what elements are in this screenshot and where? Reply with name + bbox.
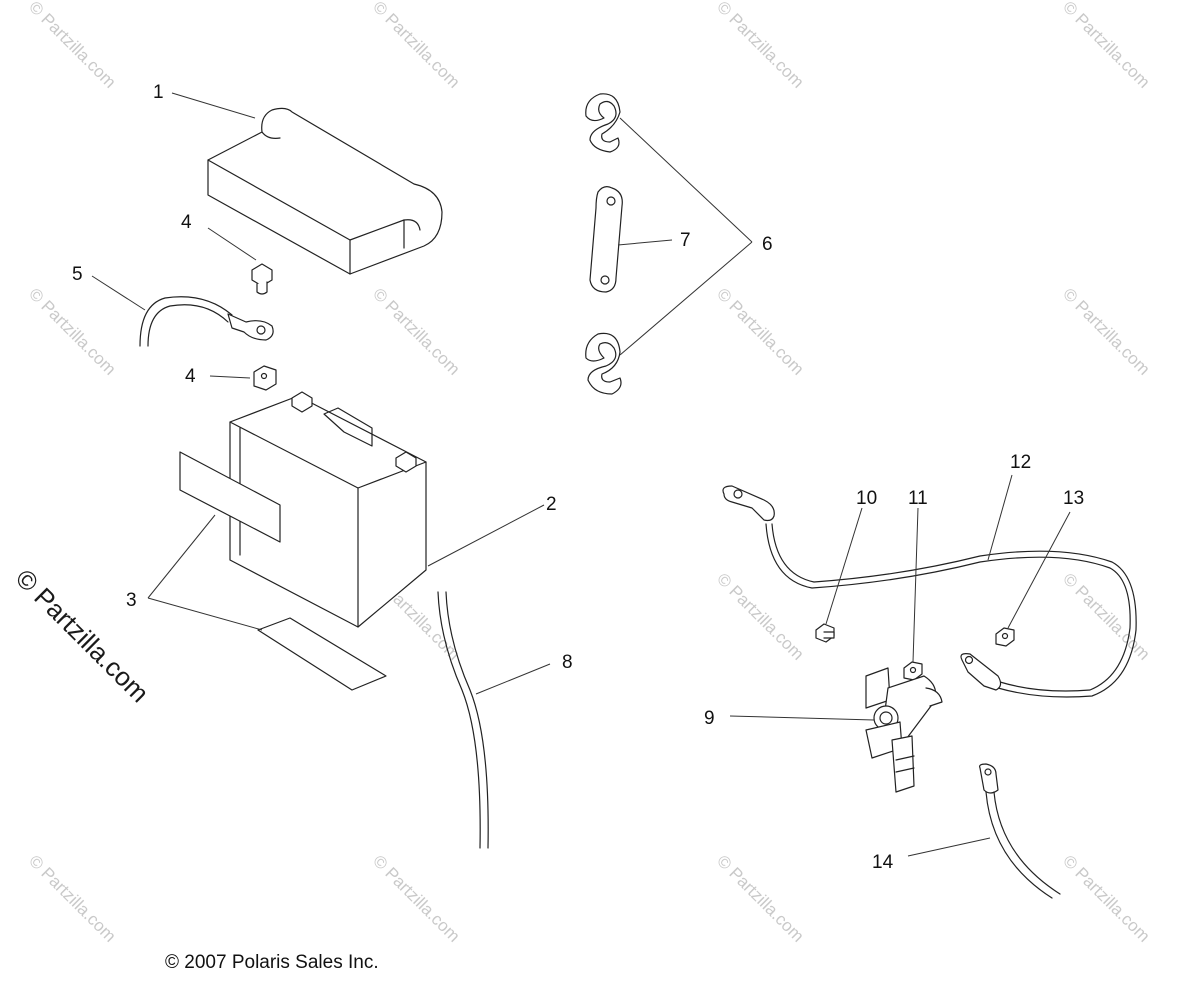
watermark: © Partzilla.com bbox=[713, 851, 807, 945]
callout-8: 8 bbox=[562, 652, 573, 673]
battery-hook-upper bbox=[585, 93, 621, 153]
callout-4-lower: 4 bbox=[185, 366, 196, 387]
solenoid-nut-left bbox=[903, 661, 923, 681]
solenoid-screw bbox=[815, 623, 835, 643]
callout-2: 2 bbox=[546, 494, 557, 515]
solenoid-nut-right bbox=[995, 627, 1015, 647]
battery-strap bbox=[589, 186, 623, 293]
callout-12: 12 bbox=[1010, 452, 1031, 473]
watermark: © Partzilla.com bbox=[1059, 569, 1153, 663]
watermark: © Partzilla.com bbox=[369, 284, 463, 378]
terminal-bolt bbox=[251, 263, 273, 295]
battery-hook-lower bbox=[585, 332, 622, 395]
callout-13: 13 bbox=[1063, 488, 1084, 509]
watermark: © Partzilla.com bbox=[25, 0, 119, 92]
callout-7: 7 bbox=[680, 230, 691, 251]
leader-11 bbox=[912, 507, 919, 663]
watermark: © Partzilla.com bbox=[1059, 0, 1153, 92]
watermark-main: © Partzilla.com bbox=[10, 563, 155, 708]
leader-13 bbox=[1007, 511, 1071, 629]
ground-cable bbox=[979, 763, 1061, 899]
callout-4-upper: 4 bbox=[181, 212, 192, 233]
leader-lines bbox=[91, 92, 1071, 857]
callout-5: 5 bbox=[72, 264, 83, 285]
leader-9 bbox=[729, 715, 875, 721]
terminal-nut bbox=[253, 365, 277, 391]
watermark: © Partzilla.com bbox=[25, 284, 119, 378]
leader-4a bbox=[207, 227, 257, 261]
callout-11: 11 bbox=[908, 488, 928, 509]
watermark: © Partzilla.com bbox=[369, 851, 463, 945]
watermark: © Partzilla.com bbox=[369, 0, 463, 92]
callout-10: 10 bbox=[856, 488, 877, 509]
callout-9: 9 bbox=[704, 708, 715, 729]
leader-14 bbox=[907, 837, 991, 857]
watermark: © Partzilla.com bbox=[713, 284, 807, 378]
callout-6: 6 bbox=[762, 234, 773, 255]
starter-solenoid bbox=[865, 667, 943, 793]
battery-decals bbox=[179, 451, 387, 691]
callout-labels: 1 4 5 4 2 3 6 7 8 9 10 11 12 13 14 bbox=[72, 82, 1084, 873]
battery-cable-negative bbox=[139, 296, 274, 347]
battery-cover bbox=[207, 107, 443, 275]
leader-12 bbox=[987, 474, 1013, 561]
callout-14: 14 bbox=[872, 852, 894, 873]
battery-vent-tube bbox=[437, 591, 489, 849]
callout-1: 1 bbox=[153, 82, 164, 103]
leader-5 bbox=[91, 275, 146, 311]
leader-3a bbox=[147, 514, 216, 599]
watermark: © Partzilla.com bbox=[713, 0, 807, 92]
starter-cable bbox=[722, 485, 1137, 698]
leader-6a bbox=[619, 117, 753, 243]
leader-7 bbox=[617, 239, 673, 246]
callout-3: 3 bbox=[126, 590, 137, 611]
watermark: © Partzilla.com bbox=[1059, 284, 1153, 378]
watermark: © Partzilla.com bbox=[713, 569, 807, 663]
leader-10 bbox=[825, 507, 863, 625]
copyright-notice: © 2007 Polaris Sales Inc. bbox=[165, 952, 379, 973]
watermark: © Partzilla.com bbox=[1059, 851, 1153, 945]
leader-6b bbox=[619, 241, 753, 356]
leader-8 bbox=[475, 663, 551, 695]
leader-4b bbox=[209, 375, 251, 379]
leader-3b bbox=[147, 597, 263, 631]
leader-2 bbox=[427, 504, 545, 567]
battery bbox=[229, 391, 427, 628]
leader-1 bbox=[171, 92, 256, 119]
watermark: © Partzilla.com bbox=[25, 851, 119, 945]
